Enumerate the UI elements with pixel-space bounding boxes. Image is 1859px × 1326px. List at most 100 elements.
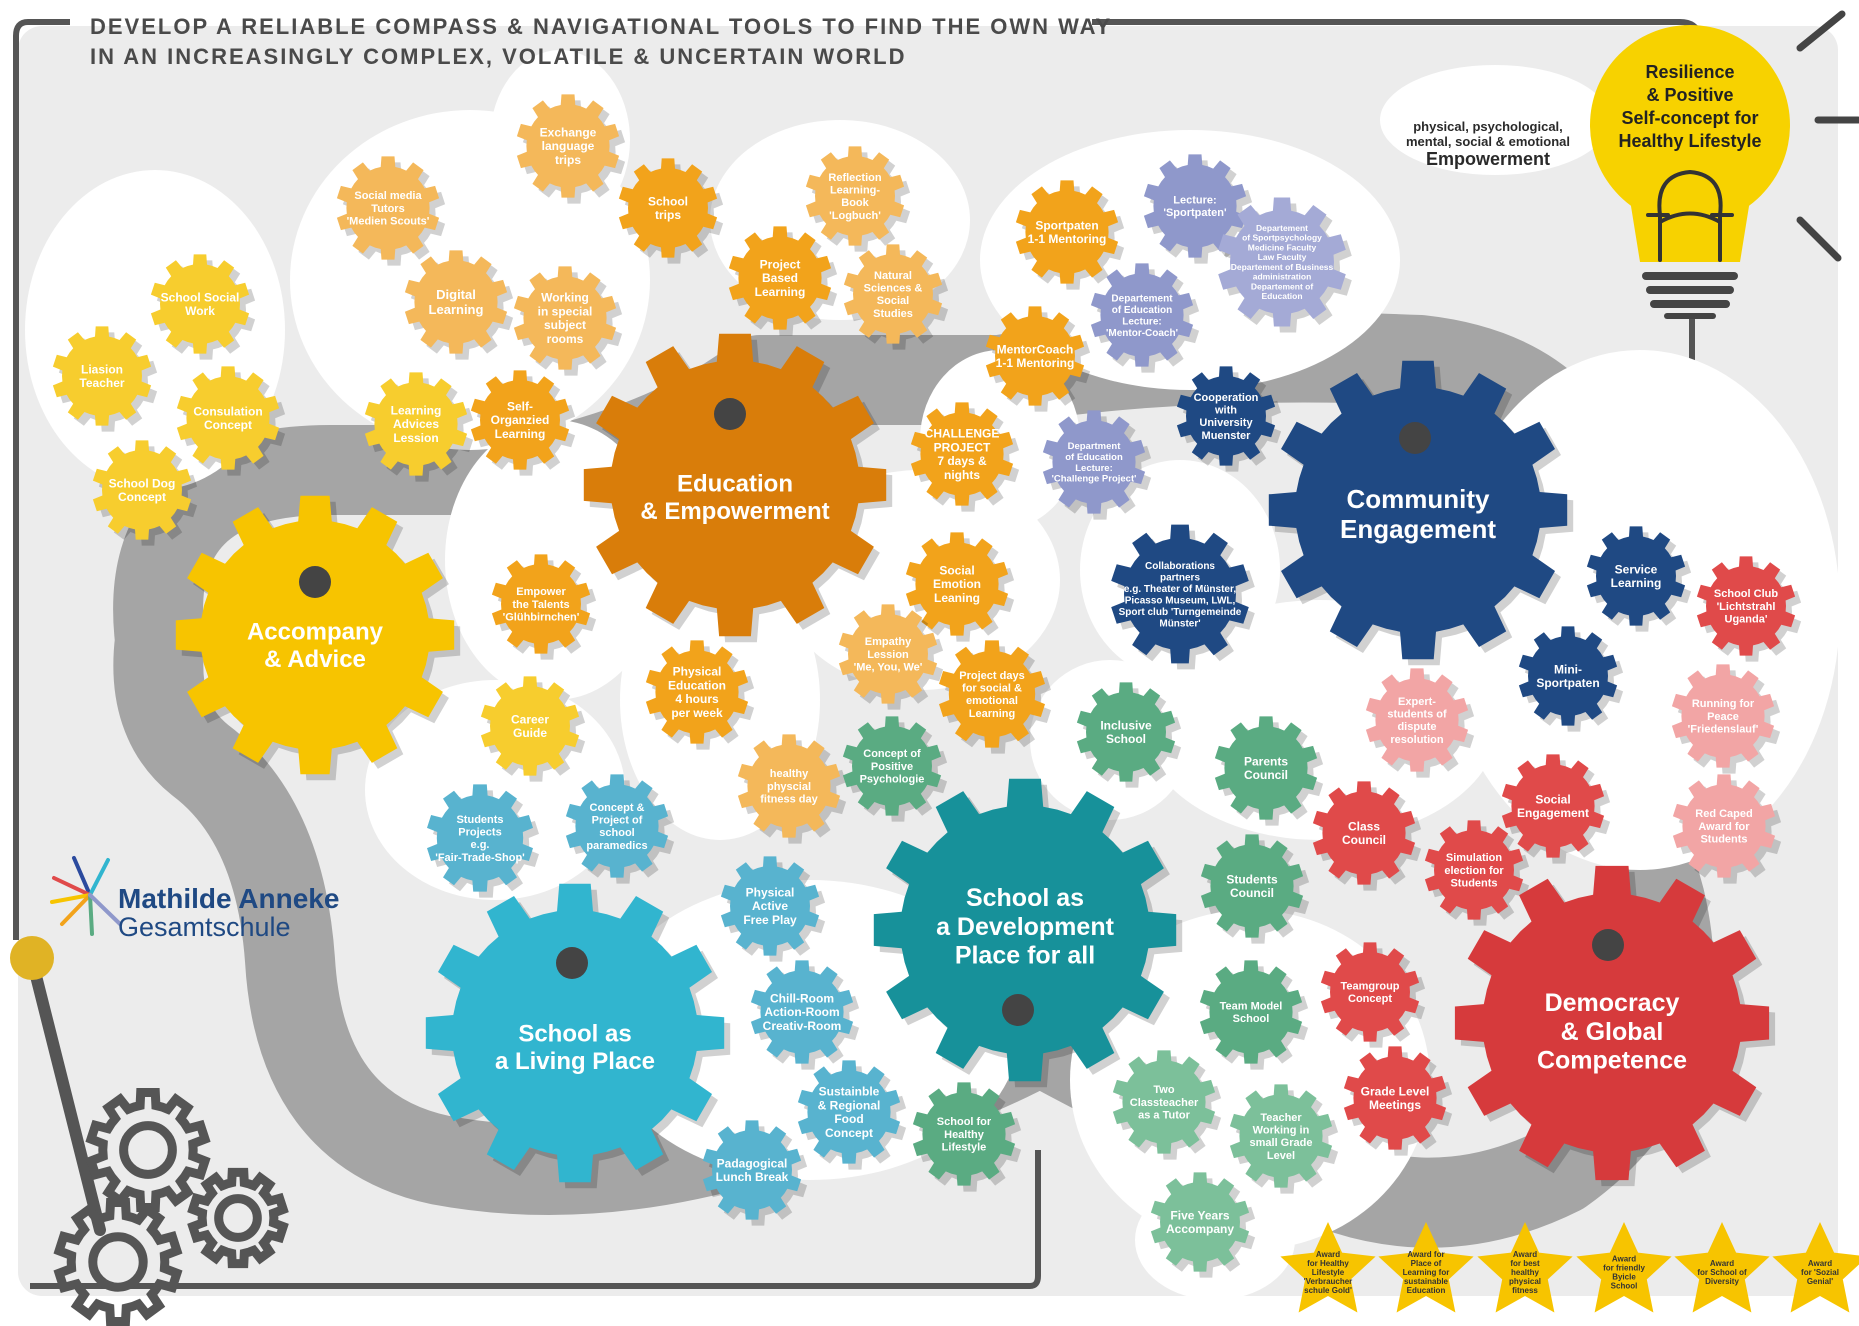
gear-axle-icon bbox=[299, 566, 331, 598]
gear-label: for social & bbox=[962, 683, 1022, 695]
gear-label: with bbox=[1214, 405, 1237, 417]
award-label: for 'Sozial bbox=[1801, 1268, 1839, 1277]
outline-gears-icon bbox=[53, 1088, 289, 1326]
gear-icon bbox=[1229, 1084, 1333, 1188]
gear-label: Padagogical bbox=[717, 1156, 788, 1170]
gear-label: 'Sportpaten' bbox=[1163, 207, 1227, 219]
award-label: Award bbox=[1316, 1250, 1340, 1259]
gear-label: Project days bbox=[959, 670, 1024, 682]
gear-axle-icon bbox=[714, 398, 746, 430]
gear-label: Liasion bbox=[81, 362, 123, 376]
gear-icon bbox=[1454, 865, 1770, 1181]
gear-label: Concept bbox=[1348, 993, 1392, 1005]
gear-label: Departement bbox=[1256, 223, 1308, 233]
gear-label: Students bbox=[1700, 834, 1747, 846]
gear-label: Empower bbox=[516, 586, 566, 598]
gear-label: administration bbox=[1253, 272, 1312, 282]
gear-label: Project of bbox=[592, 815, 643, 827]
gear-label: Lecture: bbox=[1173, 195, 1216, 207]
gear-icon bbox=[1076, 682, 1176, 782]
gear-label: Award for bbox=[1698, 821, 1750, 833]
gear-label: 'Me, You, We' bbox=[854, 662, 923, 674]
award-label: healthy bbox=[1511, 1268, 1540, 1277]
award-label: Place of bbox=[1411, 1259, 1442, 1268]
gear-label: Concept bbox=[825, 1126, 873, 1140]
award-label: Award for bbox=[1407, 1250, 1444, 1259]
gear-icon bbox=[150, 254, 250, 354]
gear-label: Education bbox=[677, 471, 793, 498]
gear-icon bbox=[364, 372, 468, 476]
gear-icon bbox=[1268, 360, 1568, 660]
gear-label: Action-Room bbox=[764, 1005, 839, 1019]
gear-icon bbox=[1424, 820, 1524, 920]
gear-label: Lecture: bbox=[1122, 316, 1161, 327]
gear-label: Accompany bbox=[1166, 1222, 1234, 1236]
gear-icon bbox=[1343, 1046, 1447, 1150]
award-star-icon bbox=[1772, 1222, 1859, 1313]
gear-label: 1-1 Mentoring bbox=[996, 356, 1075, 370]
lever bbox=[10, 936, 106, 1236]
gear-label: Meetings bbox=[1369, 1098, 1421, 1112]
gear-label: Community bbox=[1347, 484, 1491, 514]
gear-label: Consulation bbox=[193, 404, 262, 418]
gear-label: trips bbox=[555, 153, 581, 167]
gear-icon bbox=[910, 402, 1014, 506]
award-label: Lifestyle bbox=[1312, 1268, 1345, 1277]
gear-label: Class bbox=[1348, 819, 1380, 833]
gear-label: Concept & bbox=[590, 802, 645, 814]
gear-icon bbox=[842, 716, 942, 816]
outline-gear-icon bbox=[53, 1198, 183, 1326]
gear-icon bbox=[1671, 664, 1775, 768]
gear-label: Departement bbox=[1111, 293, 1173, 304]
gear-label: 'Fair-Trade-Shop' bbox=[435, 852, 525, 864]
gear-icon bbox=[805, 146, 905, 246]
gear-label: Project bbox=[760, 257, 801, 271]
gear-label: Five Years bbox=[1170, 1208, 1229, 1222]
gear-icon bbox=[427, 784, 533, 892]
gear-label: Accompany bbox=[247, 619, 384, 646]
gear-icon bbox=[425, 883, 725, 1183]
gear-label: Active bbox=[752, 899, 788, 913]
gear-label: Law Faculty bbox=[1258, 252, 1307, 262]
gear-icon bbox=[404, 250, 508, 354]
gear-label: Emotion bbox=[933, 577, 981, 591]
gear-label: Sciences & bbox=[864, 283, 923, 295]
award-label: Learning for bbox=[1403, 1268, 1450, 1277]
gear-icon bbox=[912, 1082, 1016, 1186]
gear-label: Departement of Business bbox=[1231, 262, 1334, 272]
gear-label: Peace bbox=[1707, 711, 1739, 723]
outline-gear-icon bbox=[187, 1167, 289, 1269]
bulb-line-3: Self-concept for bbox=[1621, 108, 1758, 128]
gear-label: 'Logbuch' bbox=[829, 210, 881, 222]
gear-label: Classteacher bbox=[1130, 1097, 1199, 1109]
gear-label: Creativ-Room bbox=[763, 1019, 842, 1033]
award-label: Award bbox=[1513, 1250, 1537, 1259]
gear-icon bbox=[516, 94, 620, 198]
gear-label: 'Medien Scouts' bbox=[347, 216, 430, 228]
small-gear: Lecture:'Sportpaten' bbox=[1143, 154, 1253, 264]
outline-gear-hub-icon bbox=[119, 1121, 177, 1179]
frame-line-bottom bbox=[30, 1150, 1041, 1289]
gear-label: e.g. Theater of Münster, bbox=[1124, 584, 1236, 595]
gear-label: Physical bbox=[673, 665, 722, 679]
title-line-2: IN AN INCREASINGLY COMPLEX, VOLATILE & U… bbox=[90, 44, 907, 69]
gear-label: trips bbox=[655, 208, 681, 222]
gear-label: as a Tutor bbox=[1138, 1110, 1190, 1122]
